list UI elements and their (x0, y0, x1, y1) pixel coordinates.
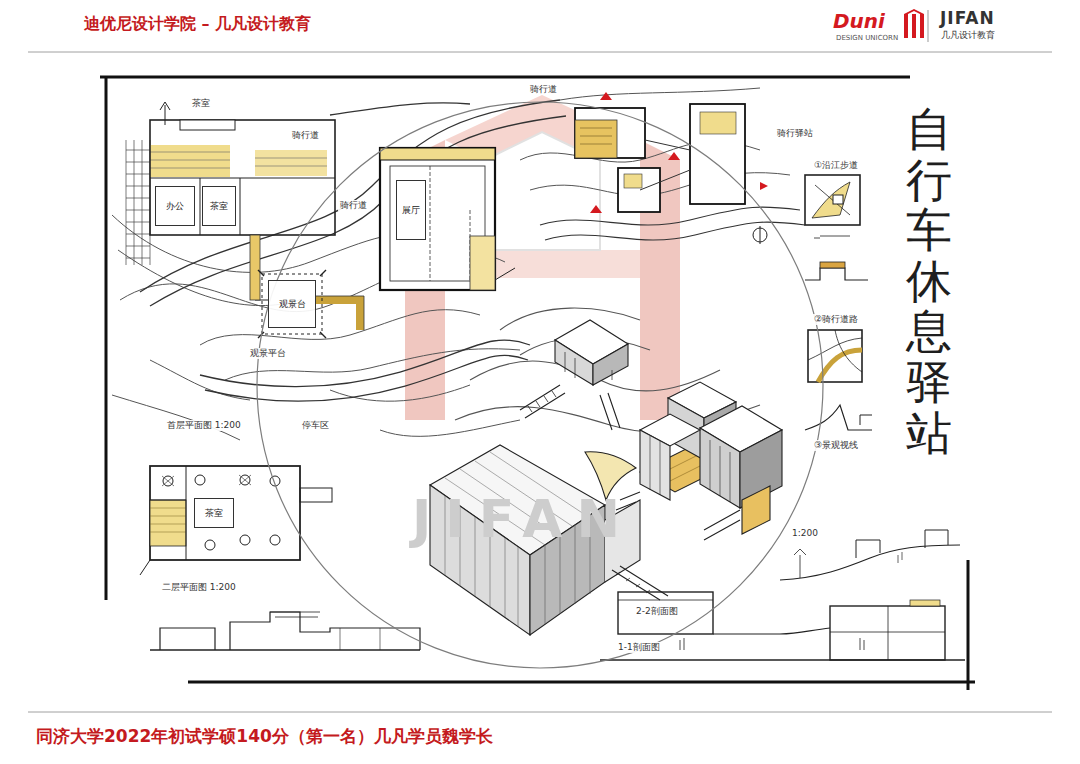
footer-caption: 同济大学2022年初试学硕140分（第一名）几凡学员魏学长 (36, 726, 493, 746)
section-caption: 2-2剖面图 (634, 606, 680, 617)
sketch-label: 停车区 (300, 420, 331, 431)
site-plan (520, 88, 805, 244)
footer-rule (28, 712, 1052, 713)
sketch-label: 茶室 (190, 98, 212, 109)
sheet-title: 自行车休息驿站 (906, 104, 952, 458)
room-label: 办公 (166, 201, 184, 211)
watermark-text: JIFAN (412, 488, 634, 550)
room-label: 观景台 (279, 299, 306, 309)
second-floor-plan (140, 466, 332, 575)
drawing-caption: 二层平面图 1:200 (160, 582, 238, 593)
logo-divider (928, 10, 929, 42)
analysis-caption: ②骑行道路 (812, 314, 860, 325)
analysis-diagrams (805, 175, 872, 430)
header-rule (28, 52, 1052, 53)
sketch-label: 骑行道 (338, 200, 369, 211)
analysis-caption: ③景观视线 (812, 440, 860, 451)
hall-plan (380, 148, 515, 290)
frame-lines (100, 77, 975, 690)
cycle-road (140, 100, 566, 401)
room-box: 展厅 (396, 180, 426, 240)
room-box: 茶室 (202, 186, 236, 226)
room-box: 办公 (155, 186, 195, 226)
room-label: 展厅 (402, 205, 420, 215)
drawing-caption: 首层平面图 1:200 (165, 420, 243, 431)
logo-subtext: DESIGN UNICORN (836, 34, 898, 42)
axonometric-view (430, 308, 782, 635)
sketch-label: 骑行道 (528, 84, 559, 95)
pavilion-box: 观景台 (268, 280, 316, 328)
sections (150, 530, 965, 660)
logo-text: JIFAN (940, 8, 995, 28)
sketch-label: 观景平台 (248, 348, 288, 359)
first-floor-plan (126, 102, 364, 338)
overlay-circle (257, 102, 823, 668)
room-box: 茶室 (194, 498, 234, 528)
scale-label: 1:200 (790, 528, 820, 539)
sketch-label: 骑行驿站 (775, 128, 815, 139)
room-label: 茶室 (210, 201, 228, 211)
header-text: 迪优尼设计学院 – 几凡设计教育 (84, 14, 311, 33)
logo-text: Duni (833, 9, 885, 33)
jifan-logo-icon (904, 9, 924, 38)
analysis-caption: ①沿江步道 (812, 160, 860, 171)
section-caption: 1-1剖面图 (616, 642, 662, 653)
sketch-label: 骑行道 (290, 130, 321, 141)
room-label: 茶室 (205, 508, 223, 518)
logo-subtext: 几凡设计教育 (941, 30, 995, 41)
